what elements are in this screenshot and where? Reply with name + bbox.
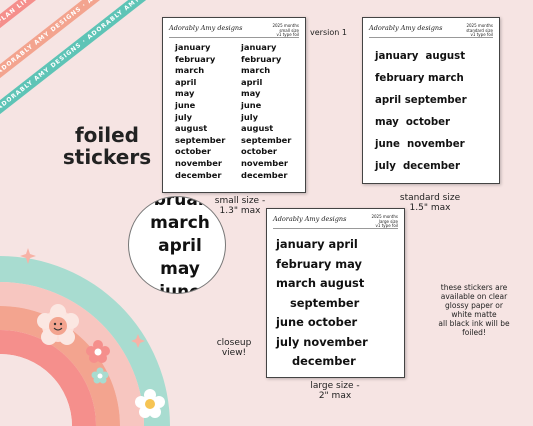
large-rows: january april february may march august … (276, 235, 368, 372)
sticker-word: august (241, 123, 274, 134)
sticker-word: april (175, 76, 197, 87)
sticker-row: march august (276, 276, 365, 290)
sticker-word: november (175, 157, 222, 168)
sticker-word: may (160, 259, 200, 279)
standard-rows: january august february march april sept… (375, 46, 467, 178)
sticker-row: february may (276, 256, 362, 271)
sticker-row: april september (375, 95, 467, 106)
brand-logo: Adorably Amy designs (369, 24, 443, 32)
small-left-column: january february march april may june ju… (175, 42, 235, 181)
sticker-word: august (175, 123, 208, 134)
sticker-word: march (175, 65, 205, 76)
sticker-word: bruar (153, 196, 207, 210)
sticker-word: december (175, 169, 222, 180)
smiley-flower-icon (37, 304, 79, 345)
sticker-word: april (241, 76, 263, 87)
small-right-column: january february march april may june ju… (241, 42, 301, 181)
rainbow-illustration (0, 248, 170, 426)
sticker-word: march (241, 65, 271, 76)
sticker-row: may october (375, 117, 451, 128)
sticker-word: february (175, 53, 216, 64)
sticker-word: september (241, 134, 292, 145)
closeup-words: bruar march april may june (135, 196, 225, 294)
sticker-row: february march (375, 73, 464, 84)
sticker-word: april (158, 236, 202, 256)
sticker-row: july december (375, 161, 460, 172)
flower-icon (86, 340, 110, 363)
title-line-1: foiled (74, 123, 140, 147)
sticker-row: june november (375, 139, 465, 150)
sticker-word: june (241, 99, 262, 110)
sticker-word: december (241, 169, 288, 180)
sticker-row: december (292, 354, 356, 368)
version-label: version 1 (310, 28, 347, 37)
sticker-word: july (175, 111, 193, 122)
sticker-word: october (175, 146, 211, 157)
rainbow-center (0, 354, 72, 426)
sticker-word: march (150, 213, 210, 233)
sticker-word: september (175, 134, 226, 145)
closeup-circle: bruar march april may june (128, 196, 226, 294)
sticker-row: january august (375, 51, 466, 62)
sticker-row: september (290, 295, 360, 310)
brand-logo: Adorably Amy designs (169, 24, 243, 32)
sticker-word: october (241, 146, 277, 157)
caption-small: small size -1.3" max (214, 196, 266, 216)
sticker-word: june (175, 99, 196, 110)
sticker-row: july november (276, 334, 368, 349)
sticker-row: june october (276, 315, 358, 329)
sticker-row: january april (276, 237, 358, 251)
flower-icon (135, 389, 165, 418)
title-line-2: stickers (62, 145, 152, 169)
sparkle-icon (20, 248, 145, 348)
sticker-word: july (241, 111, 259, 122)
caption-large: large size -2" max (310, 381, 360, 401)
sticker-word: may (175, 88, 195, 99)
rainbow-band-coral (0, 330, 96, 426)
brand-logo: Adorably Amy designs (273, 215, 347, 223)
flower-icon (91, 367, 109, 384)
page-title: foiled stickers (52, 124, 162, 168)
rainbow-band-pink (0, 282, 144, 426)
sticker-word: january (175, 42, 211, 52)
sticker-word: january (241, 42, 277, 52)
sticker-word: may (241, 88, 261, 99)
sticker-word: november (241, 157, 288, 168)
sticker-word: june (159, 282, 201, 294)
sticker-word: february (241, 53, 282, 64)
